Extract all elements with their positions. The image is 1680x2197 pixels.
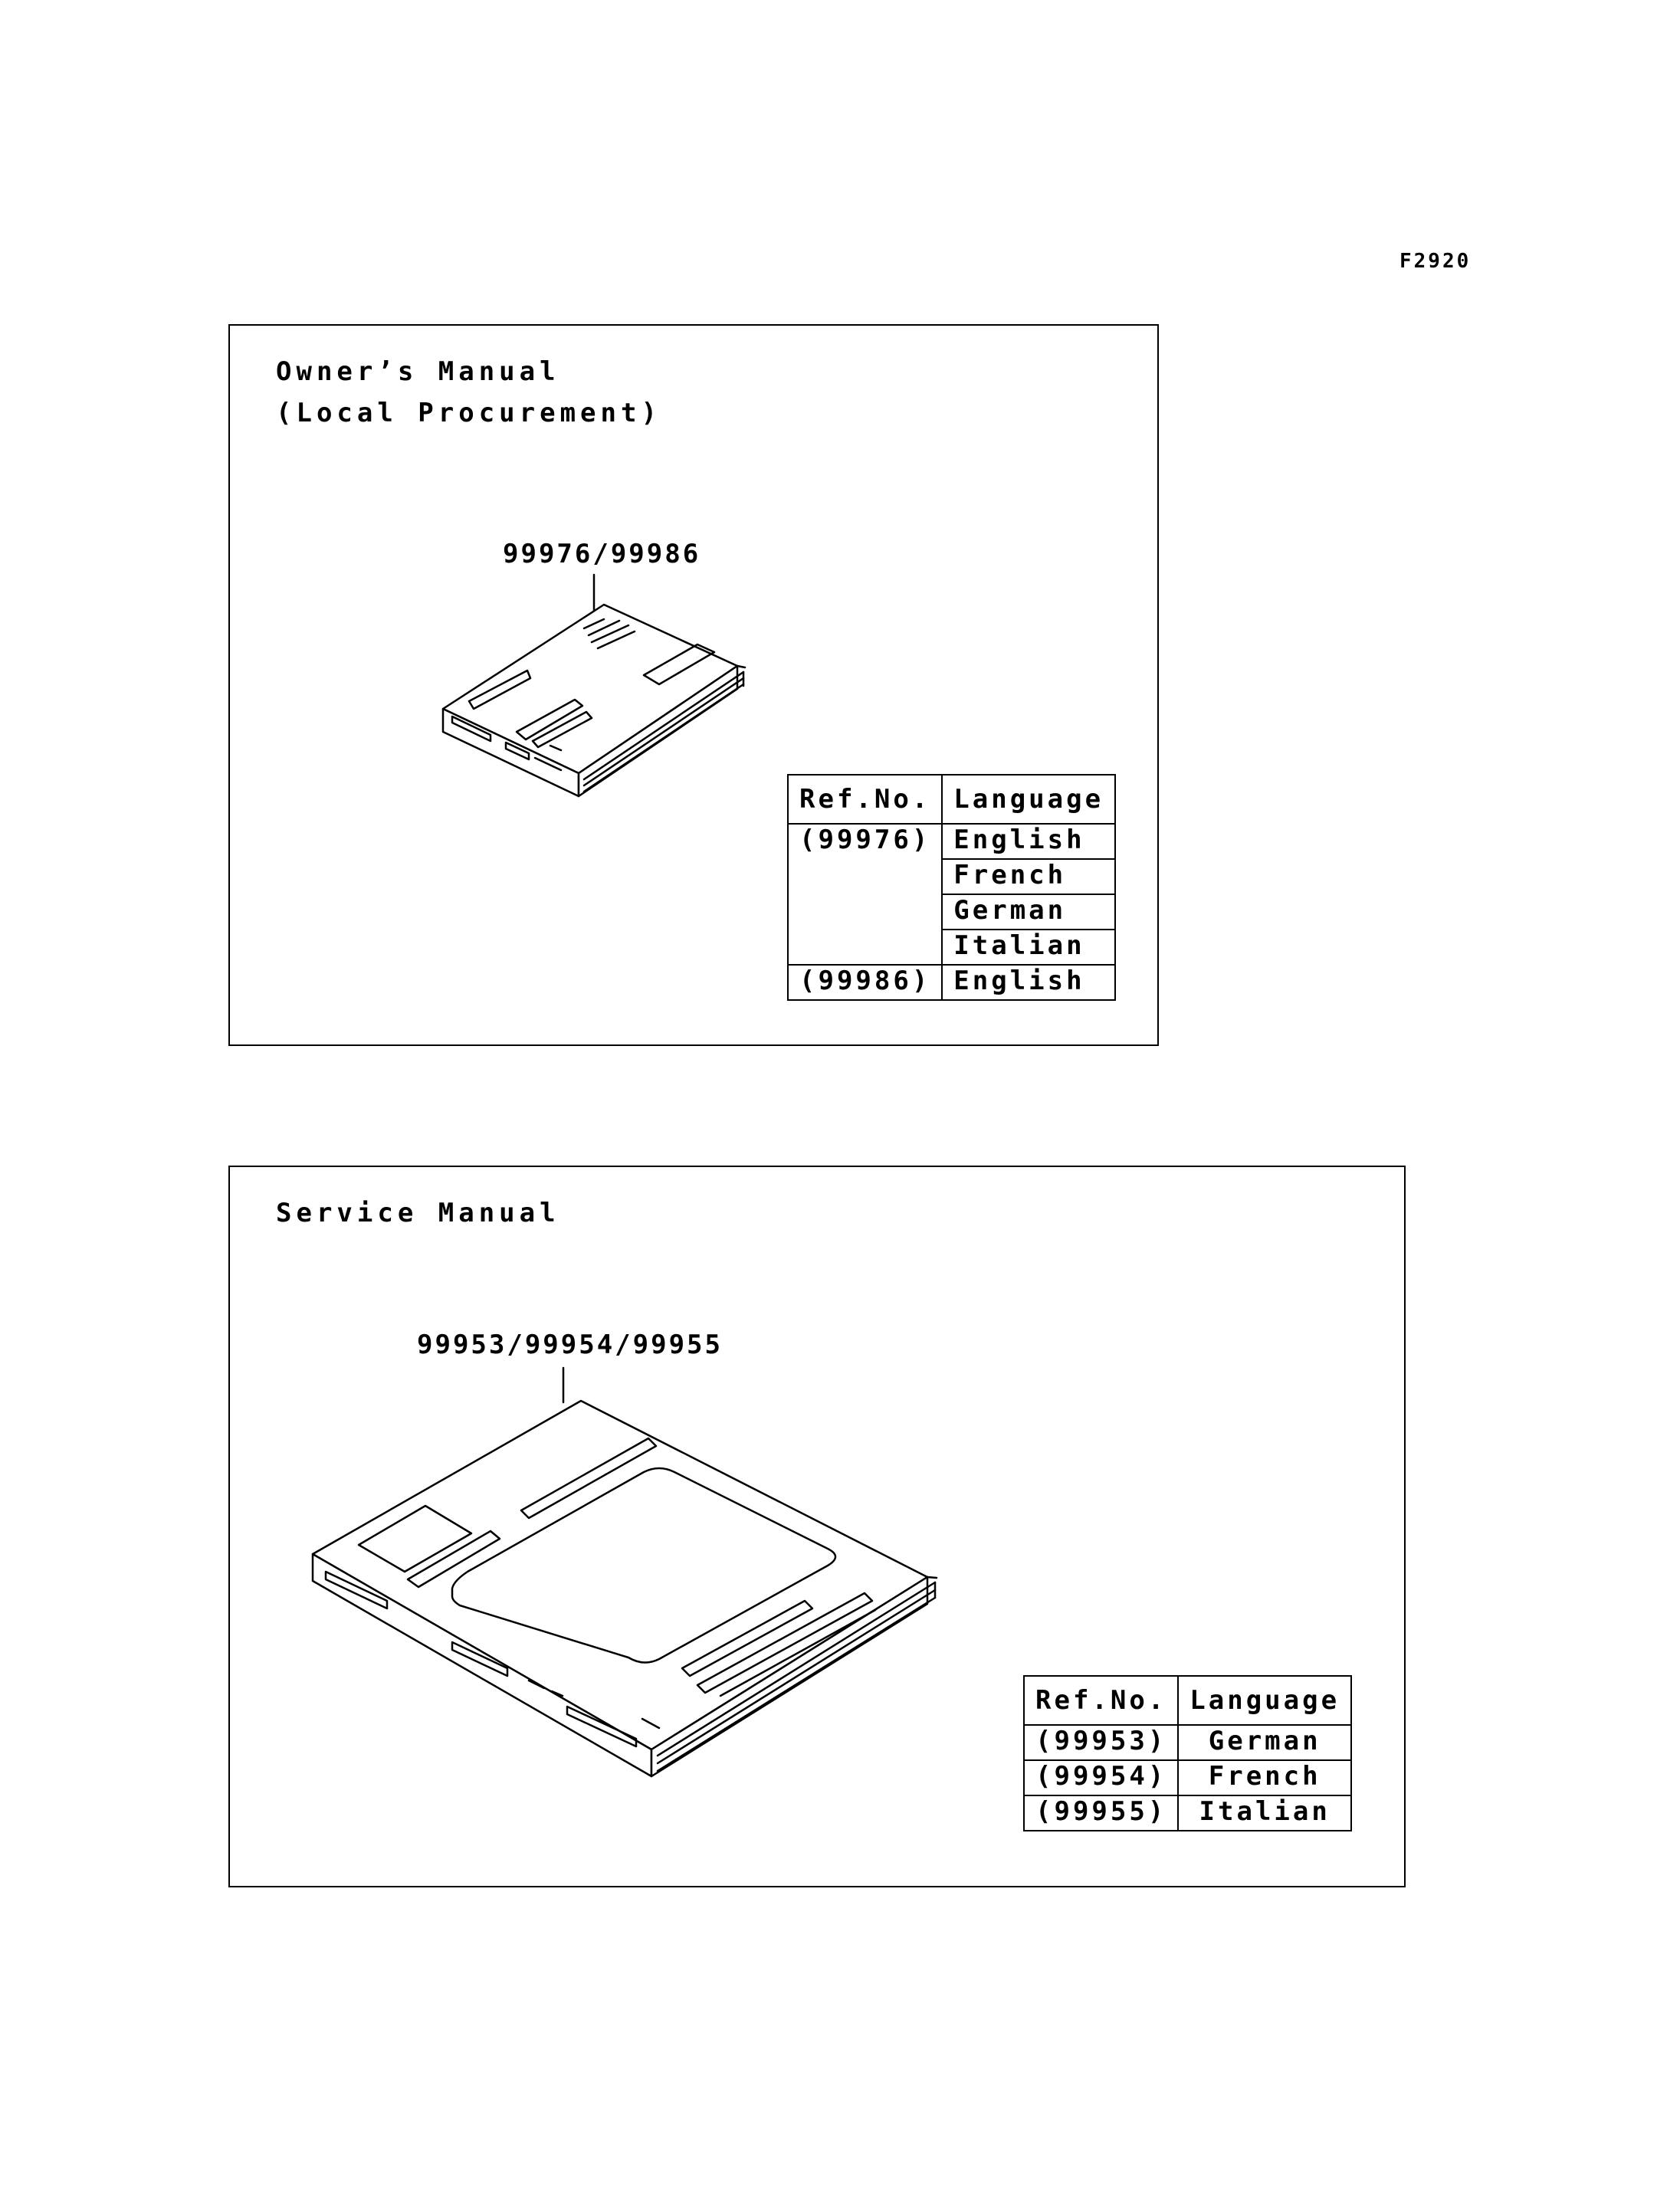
service-manual-title: Service Manual [276,1198,560,1228]
ref-cell: (99986) [786,964,943,1001]
owners-manual-book-illustration [441,573,746,798]
service-manual-panel: Service Manual 99953/99954/99955 [228,1166,1406,1887]
header-language: Language [941,774,1117,825]
service-manual-book-illustration [311,1366,938,1778]
ref-cell: (99954) [1022,1759,1180,1796]
language-cell: English [941,823,1117,860]
table-header-row: Ref.No. Language [786,774,1117,825]
table-header-row: Ref.No. Language [1022,1675,1353,1726]
table-row: (99955) Italian [1022,1795,1353,1831]
ref-cell: (99953) [1022,1724,1180,1761]
owners-manual-subtitle: (Local Procurement) [276,398,661,428]
table-row: (99954) French [1022,1759,1353,1796]
figure-code: F2920 [1399,250,1472,273]
service-manual-ref-table: Ref.No. Language (99953) German (99954) … [1022,1675,1353,1831]
table-row: French [788,858,1117,895]
header-ref-no: Ref.No. [1022,1675,1180,1726]
table-row: (99953) German [1022,1724,1353,1761]
language-cell: German [1177,1724,1353,1761]
ref-cell: (99976) [786,823,943,966]
language-cell: Italian [941,929,1117,966]
table-row: (99986) English [786,964,1117,1001]
table-row: Italian [788,929,1117,966]
table-row: (99976) English [786,823,1117,966]
header-ref-no: Ref.No. [786,774,943,825]
header-language: Language [1177,1675,1353,1726]
language-cell: French [1177,1759,1353,1796]
owners-manual-ref-table: Ref.No. Language (99976) English French … [786,774,1117,1001]
language-cell: Italian [1177,1795,1353,1831]
service-manual-callout: 99953/99954/99955 [417,1330,723,1360]
language-cell: French [941,858,1117,895]
ref-cell: (99955) [1022,1795,1180,1831]
language-cell: German [941,894,1117,930]
owners-manual-panel: Owner’s Manual (Local Procurement) 99976… [228,324,1159,1046]
table-row: German [788,894,1117,930]
owners-manual-title: Owner’s Manual [276,356,560,387]
language-cell: English [941,964,1117,1001]
owners-manual-callout: 99976/99986 [503,539,701,569]
